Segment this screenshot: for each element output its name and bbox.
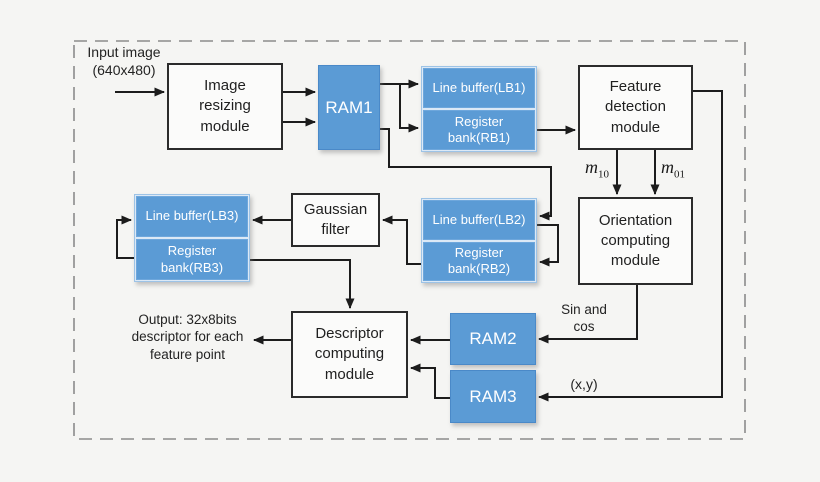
system-boundary-dashed-border [73,40,746,440]
connector-feature-to-ram3 [538,90,723,402]
m01-label: m01 [661,157,685,181]
xy-label: (x,y) [570,376,598,392]
connector-rb2-to-gaussian [382,215,421,265]
connector-rb3-to-descriptor [250,259,355,309]
lb3-rb3-block: Line buffer(LB3) Register bank(RB3) [134,194,250,282]
ram1-block: RAM1 [318,65,380,150]
m01-subscript: 01 [674,168,685,181]
sin-cos-label: Sin and cos [561,302,607,335]
lb2-rb2-block: Line buffer(LB2) Register bank(RB2) [421,198,537,283]
connector-orientation-to-ram2 [538,285,638,344]
input-image-label: Input image (640x480) [87,44,161,78]
register-bank-rb1-block: Register bank(RB1) [423,110,535,150]
orientation-computing-module-block: Orientation computing module [578,197,693,285]
connector-lb2-to-rb2 [537,224,559,267]
connector-ram1-to-rb1 [399,84,419,133]
m10-subscript: 10 [598,168,609,181]
ram3-block: RAM3 [450,370,536,423]
m10-label: m10 [585,157,609,181]
ram2-block: RAM2 [450,313,536,365]
register-bank-rb3-block: Register bank(RB3) [136,239,248,280]
connector-ram1-to-lb2 [380,128,552,221]
lb1-rb1-block: Line buffer(LB1) Register bank(RB1) [421,66,537,152]
m10-base: m [585,157,598,177]
descriptor-computing-module-block: Descriptor computing module [291,311,408,398]
gaussian-filter-block: Gaussian filter [291,193,380,247]
output-descriptor-label: Output: 32x8bits descriptor for each fea… [131,312,244,362]
image-resizing-module-block: Image resizing module [167,63,283,150]
line-buffer-lb2-block: Line buffer(LB2) [423,200,535,240]
connector-ram3-to-descriptor [410,363,450,399]
feature-detection-module-block: Feature detection module [578,65,693,150]
connector-rb3-to-lb3 [116,215,134,259]
register-bank-rb2-block: Register bank(RB2) [423,241,535,281]
line-buffer-lb1-block: Line buffer(LB1) [423,68,535,108]
m01-base: m [661,157,674,177]
line-buffer-lb3-block: Line buffer(LB3) [136,196,248,237]
